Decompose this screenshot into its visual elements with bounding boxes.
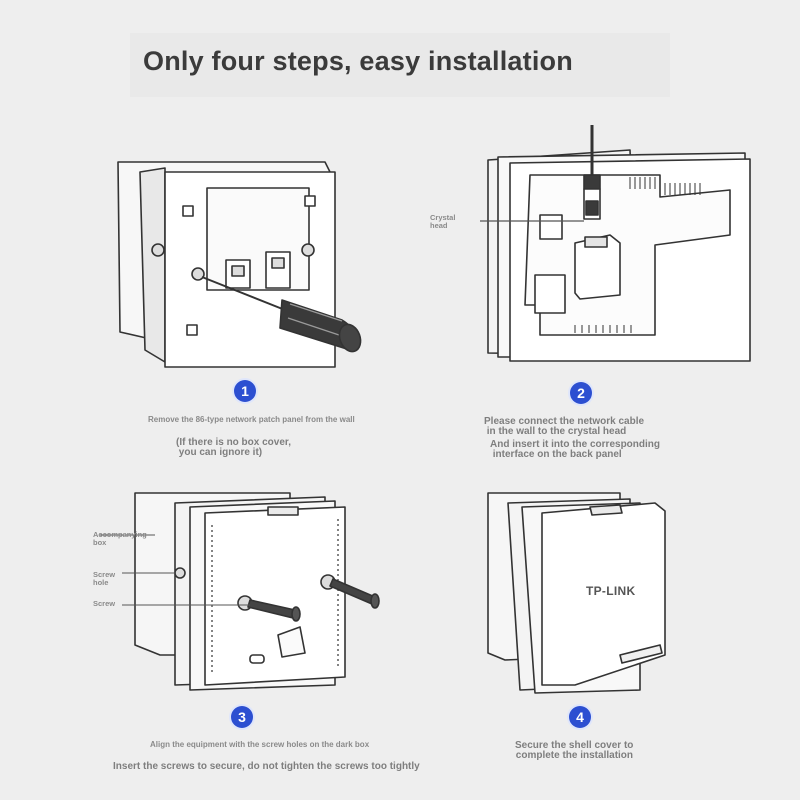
step-2-line-3: And insert it into the corresponding: [490, 439, 660, 450]
accompanying-box-label: Accompanying box: [93, 530, 147, 547]
step-1-note-line-2: you can ignore it): [176, 447, 263, 458]
step-2-line-1: Please connect the network cable: [484, 416, 645, 427]
step-1-note-line-1: (If there is no box cover,: [176, 437, 292, 448]
brand-logo: TP-LINK: [586, 584, 636, 598]
step-badge-3: 3: [231, 706, 253, 728]
step-1-caption: Remove the 86-type network patch panel f…: [148, 415, 355, 424]
step-badge-4: 4: [569, 706, 591, 728]
step-2-line-4: interface on the back panel: [490, 449, 622, 460]
step-badge-2: 2: [570, 382, 592, 404]
step-4-line-2: complete the installation: [513, 750, 634, 761]
step-badge-1: 1: [234, 380, 256, 402]
step-3-line-1: Align the equipment with the screw holes…: [150, 740, 370, 749]
title-band: [130, 33, 670, 97]
step-2-illustration: [480, 125, 751, 362]
step-1-illustration: [117, 161, 362, 368]
step-2-line-2: in the wall to the crystal head: [484, 426, 627, 437]
step-3-illustration: [100, 492, 380, 691]
step-4-line-1: Secure the shell cover to: [515, 740, 634, 751]
screw-hole-label: Screw hole: [93, 570, 116, 587]
step-3-line-2: Insert the screws to secure, do not tigh…: [113, 761, 420, 772]
crystal-head-label: Crystal head: [430, 213, 456, 230]
screw-label: Screw: [93, 599, 116, 608]
step-4-illustration: [487, 492, 666, 694]
page-title: Only four steps, easy installation: [143, 46, 573, 76]
